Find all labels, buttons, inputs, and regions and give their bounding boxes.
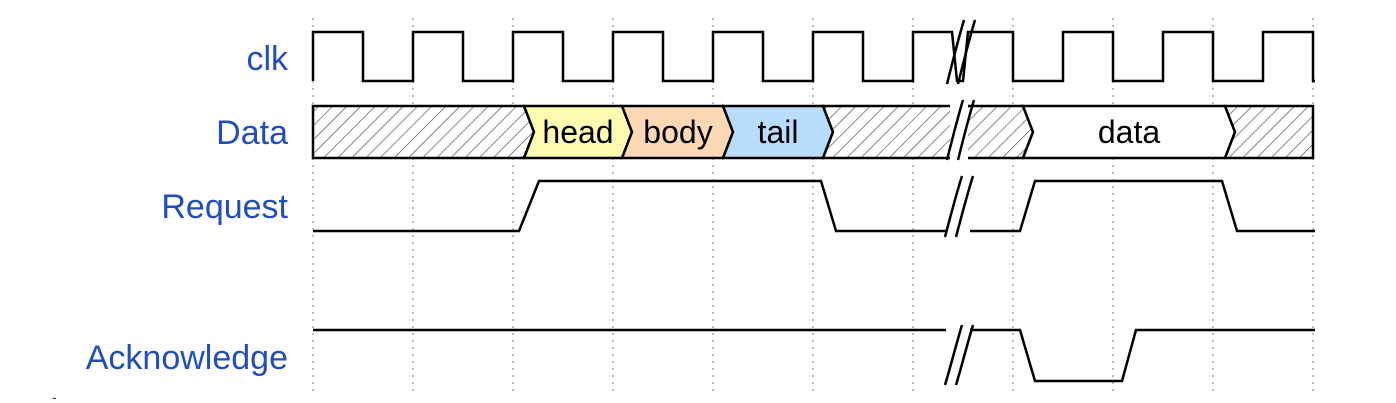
- time-break-mark: [943, 175, 964, 238]
- data-undefined-segment: [821, 104, 1035, 160]
- acknowledge-waveform-after-break: [970, 328, 1315, 383]
- corner-dash-mark: -: [52, 389, 57, 403]
- data-head-text: head: [542, 114, 613, 150]
- break-gap: [950, 103, 968, 161]
- data-data-text: data: [1098, 114, 1160, 150]
- time-break-mark: [943, 324, 964, 386]
- time-break-mark: [945, 99, 965, 161]
- time-break-mark: [945, 19, 966, 85]
- data-body-text: body: [643, 114, 712, 150]
- clk-label: clk: [246, 40, 289, 78]
- data-undefined-segment: [1223, 104, 1315, 160]
- request-waveform-after-break: [970, 179, 1315, 233]
- time-break-mark: [956, 99, 976, 161]
- request-label: Request: [161, 188, 288, 226]
- data-label: Data: [216, 114, 288, 152]
- clk-waveform: [311, 30, 1315, 83]
- data-bus: head body tail data: [311, 103, 1315, 161]
- data-tail-text: tail: [758, 114, 799, 150]
- acknowledge-label: Acknowledge: [86, 339, 288, 377]
- time-break-mark: [954, 324, 975, 386]
- time-break: [943, 19, 977, 386]
- time-break-mark: [954, 175, 975, 238]
- request-waveform: [313, 179, 946, 233]
- data-undefined-segment: [311, 104, 536, 160]
- time-break-mark: [956, 19, 977, 85]
